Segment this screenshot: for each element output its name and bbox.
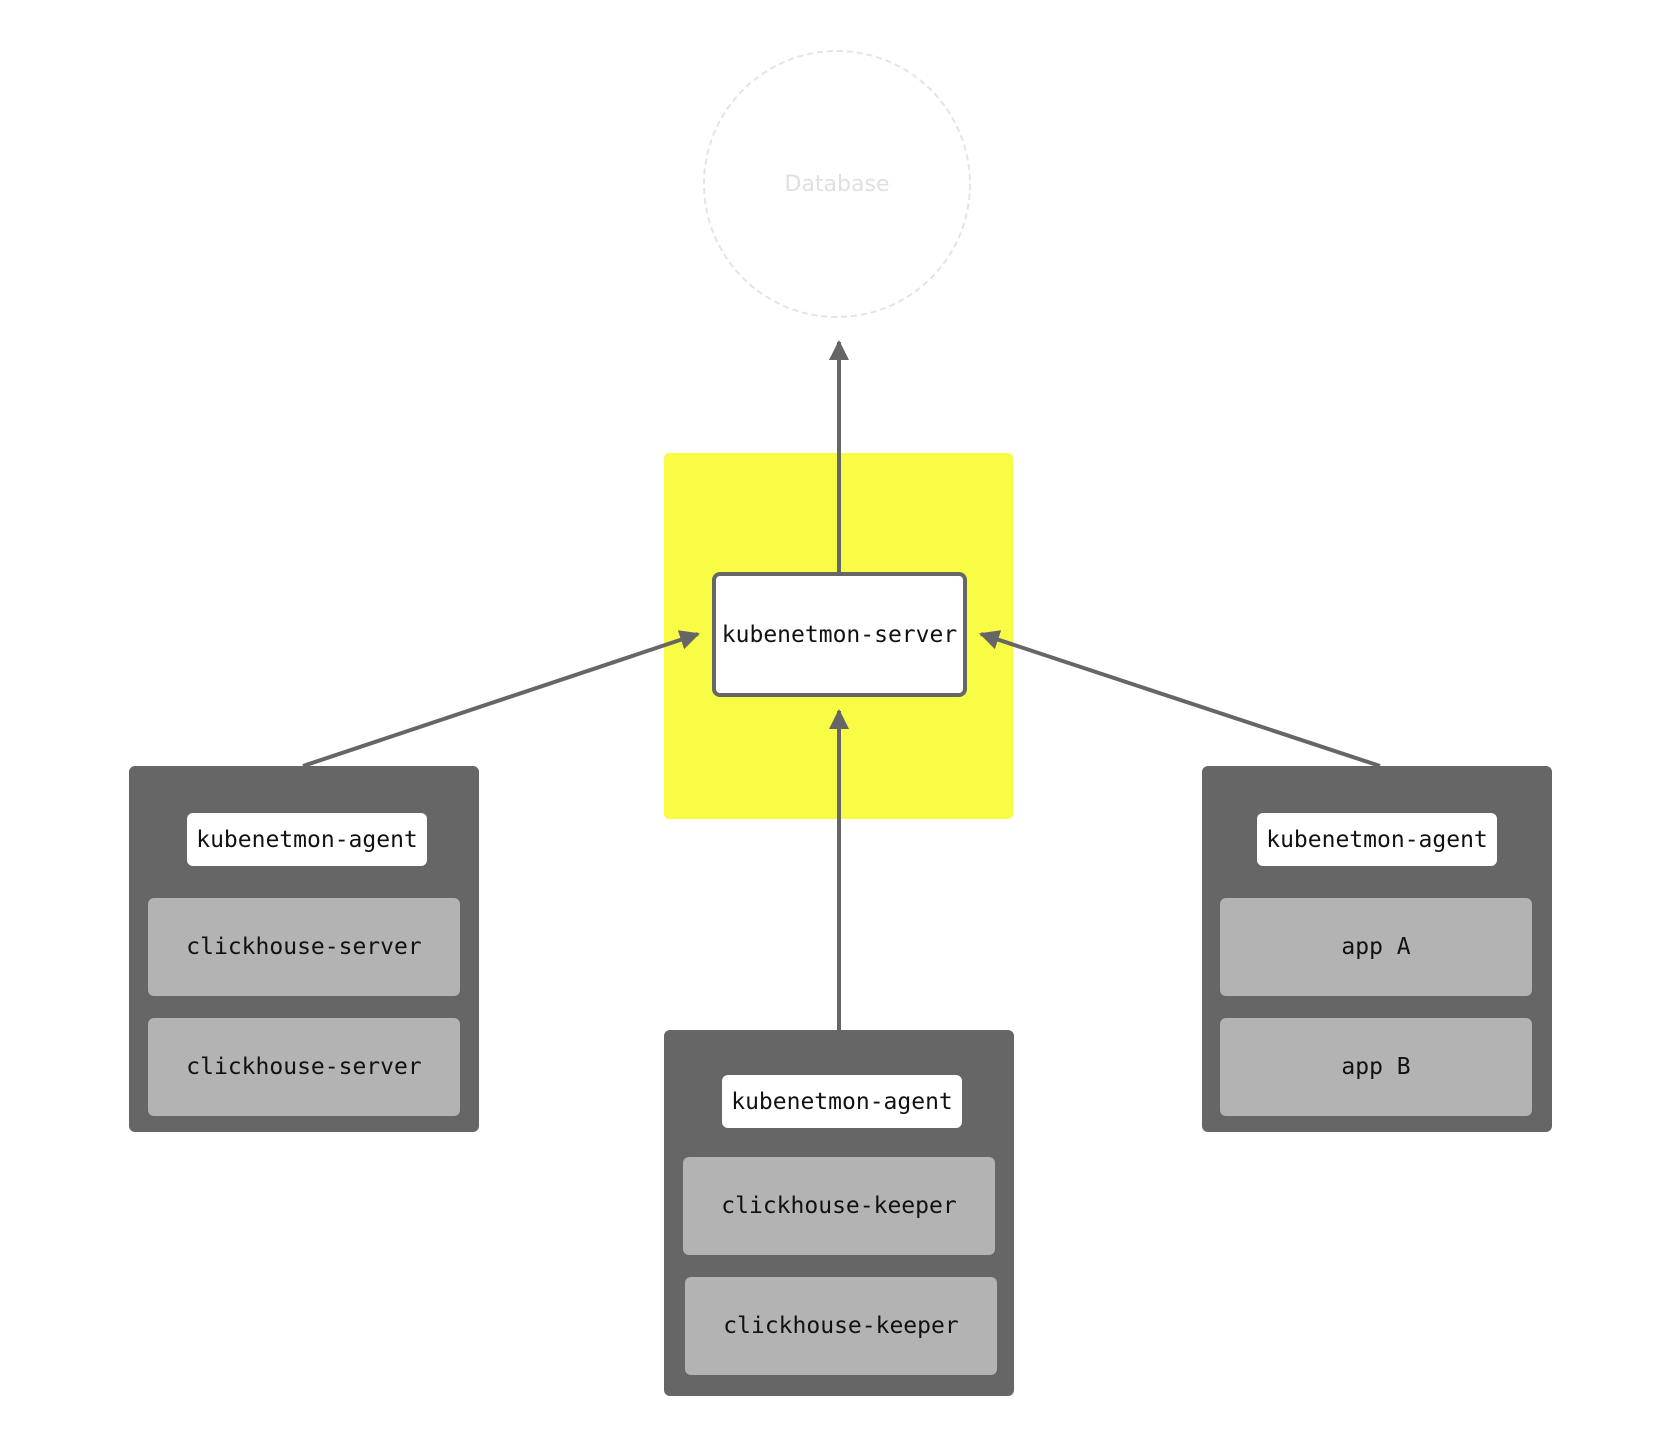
edge-agent-left-to-server xyxy=(302,630,700,768)
pod-left-1: clickhouse-server xyxy=(148,898,460,996)
agent-label-text: kubenetmon-agent xyxy=(196,826,418,853)
kubenetmon-server-node: kubenetmon-server xyxy=(712,572,967,697)
edge-agent-right-to-server xyxy=(979,630,1381,768)
server-label: kubenetmon-server xyxy=(721,621,958,648)
pod-label: clickhouse-server xyxy=(186,934,422,960)
pod-label: clickhouse-keeper xyxy=(723,1313,959,1339)
node-group-center: kubenetmon-agent clickhouse-keeper click… xyxy=(664,1030,1014,1396)
pod-label: clickhouse-server xyxy=(186,1054,422,1080)
agent-label-center: kubenetmon-agent xyxy=(722,1075,962,1128)
pod-label: app A xyxy=(1341,934,1411,960)
node-group-left: kubenetmon-agent clickhouse-server click… xyxy=(129,766,479,1132)
agent-label-right: kubenetmon-agent xyxy=(1257,813,1497,866)
pod-right-1: app A xyxy=(1220,898,1532,996)
pod-center-1: clickhouse-keeper xyxy=(683,1157,995,1255)
node-group-right: kubenetmon-agent app A app B xyxy=(1202,766,1552,1132)
agent-label-text: kubenetmon-agent xyxy=(731,1088,953,1115)
pod-center-2: clickhouse-keeper xyxy=(685,1277,997,1375)
pod-label: app B xyxy=(1341,1054,1411,1080)
pod-left-2: clickhouse-server xyxy=(148,1018,460,1116)
database-node: Database xyxy=(703,50,971,318)
agent-label-text: kubenetmon-agent xyxy=(1266,826,1488,853)
agent-label-left: kubenetmon-agent xyxy=(187,813,427,866)
database-label: Database xyxy=(784,171,890,197)
pod-label: clickhouse-keeper xyxy=(721,1193,957,1219)
pod-right-2: app B xyxy=(1220,1018,1532,1116)
